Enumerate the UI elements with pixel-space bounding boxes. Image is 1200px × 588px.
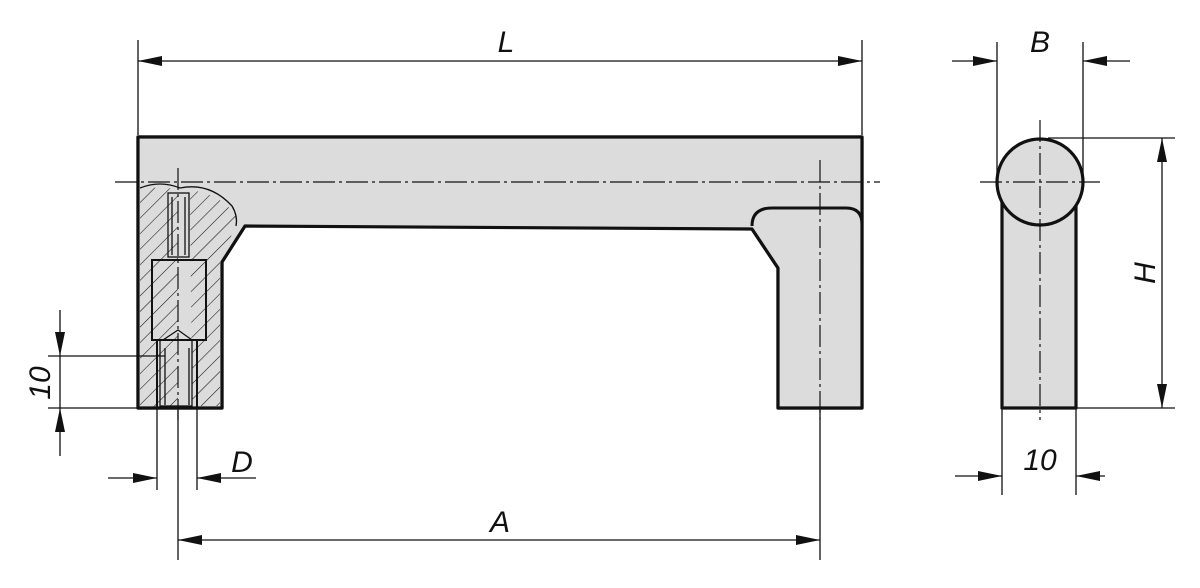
section-break bbox=[139, 183, 238, 227]
side-view bbox=[980, 120, 1100, 420]
bore-tip bbox=[162, 329, 193, 341]
dimension-width: B bbox=[952, 26, 1130, 182]
dimension-height: H bbox=[1048, 137, 1175, 409]
bore-thread bbox=[159, 339, 193, 407]
dimension-length: L bbox=[137, 26, 863, 135]
thread-depth-label: 10 bbox=[24, 366, 57, 400]
dimension-bottom-width: 10 bbox=[955, 408, 1105, 495]
right-leg-edge bbox=[750, 206, 864, 227]
bore-upper bbox=[167, 192, 190, 258]
thread-label: D bbox=[231, 446, 253, 479]
dimension-thread: D bbox=[108, 408, 256, 490]
handle-outline bbox=[136, 135, 864, 410]
section-hatch-right bbox=[190, 190, 238, 406]
hole-spacing-label: A bbox=[488, 506, 510, 539]
length-label: L bbox=[498, 26, 515, 59]
front-view bbox=[136, 135, 864, 410]
bottom-width-label: 10 bbox=[1023, 444, 1057, 477]
center-lines-front bbox=[115, 160, 880, 420]
height-label: H bbox=[1129, 262, 1162, 284]
width-label: B bbox=[1030, 26, 1050, 59]
dimension-hole-spacing: A bbox=[177, 410, 821, 560]
dimension-thread-depth: 10 bbox=[24, 310, 165, 456]
